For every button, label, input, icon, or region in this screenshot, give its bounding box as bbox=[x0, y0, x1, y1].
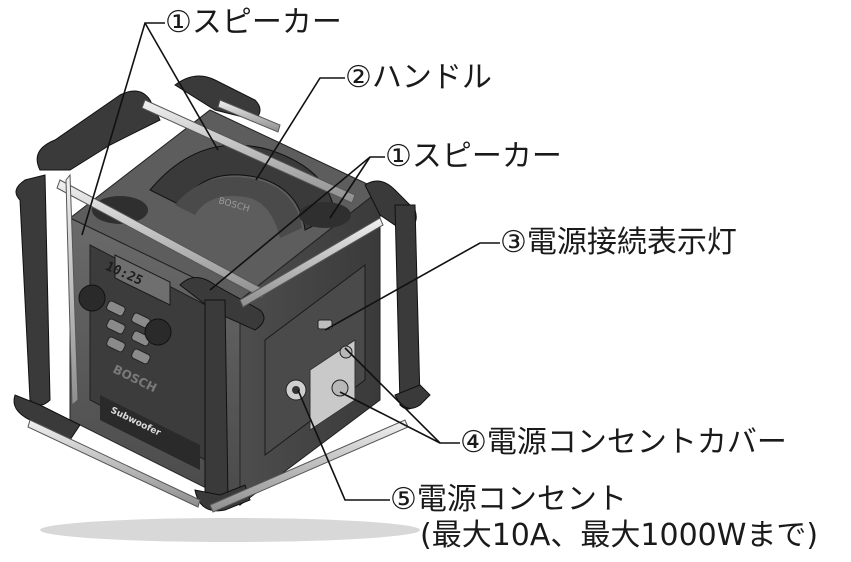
subwoofer-plate bbox=[100, 395, 200, 470]
callout-number: ① bbox=[385, 139, 412, 174]
power-indicator-lamp bbox=[317, 319, 333, 330]
front-buttons bbox=[106, 300, 151, 365]
side-panel bbox=[264, 264, 366, 456]
volume-knob bbox=[78, 284, 106, 312]
callout-text: スピーカー bbox=[191, 5, 342, 40]
leader-handle bbox=[255, 77, 345, 181]
callout-outlet-cover: ④電源コンセントカバー bbox=[460, 428, 787, 458]
callout-speaker-top: ①スピーカー bbox=[165, 8, 342, 38]
callout-text: 電源接続表示灯 bbox=[526, 225, 737, 260]
callout-number: ④ bbox=[460, 425, 487, 460]
leader-speaker-top-1 bbox=[81, 22, 165, 236]
callout-number: ⑤ bbox=[390, 482, 417, 517]
callout-text: 電源コンセントカバー bbox=[486, 425, 787, 460]
callout-number: ③ bbox=[500, 225, 527, 260]
leader-speaker-top-2 bbox=[144, 22, 219, 151]
speaker-top-right bbox=[299, 202, 351, 228]
leader-speaker-mid-2 bbox=[329, 156, 371, 219]
callout-outlet-note: (最大10A、最大1000Wまで) bbox=[420, 518, 819, 553]
leader-power-indicator bbox=[324, 242, 500, 331]
tuning-knob bbox=[144, 318, 172, 346]
callout-outlet: ⑤電源コンセント bbox=[390, 485, 627, 515]
outlet-cover-latch bbox=[339, 345, 353, 359]
roll-cage bbox=[13, 75, 431, 512]
outlet-cover-hinge bbox=[331, 379, 349, 397]
leader-outlet-cover-2 bbox=[339, 391, 441, 444]
handle-inner bbox=[175, 177, 302, 238]
callout-number: ② bbox=[345, 60, 372, 95]
cage-rails bbox=[27, 99, 409, 513]
ground-shadow bbox=[40, 518, 420, 542]
callout-text: ハンドル bbox=[371, 60, 492, 95]
leader-outlet-cover-1 bbox=[344, 347, 460, 444]
callout-handle: ②ハンドル bbox=[345, 63, 492, 93]
callout-text: スピーカー bbox=[411, 139, 562, 174]
speaker-top-left bbox=[92, 196, 148, 224]
lcd-display bbox=[114, 254, 171, 306]
leader-speaker-mid-1 bbox=[209, 156, 385, 291]
callout-text: 電源コンセント bbox=[416, 482, 627, 517]
leader-outlet bbox=[297, 389, 390, 501]
callout-number: ① bbox=[165, 5, 192, 40]
callout-speaker-mid: ①スピーカー bbox=[385, 142, 562, 172]
callout-power-indicator: ③電源接続表示灯 bbox=[500, 228, 737, 258]
